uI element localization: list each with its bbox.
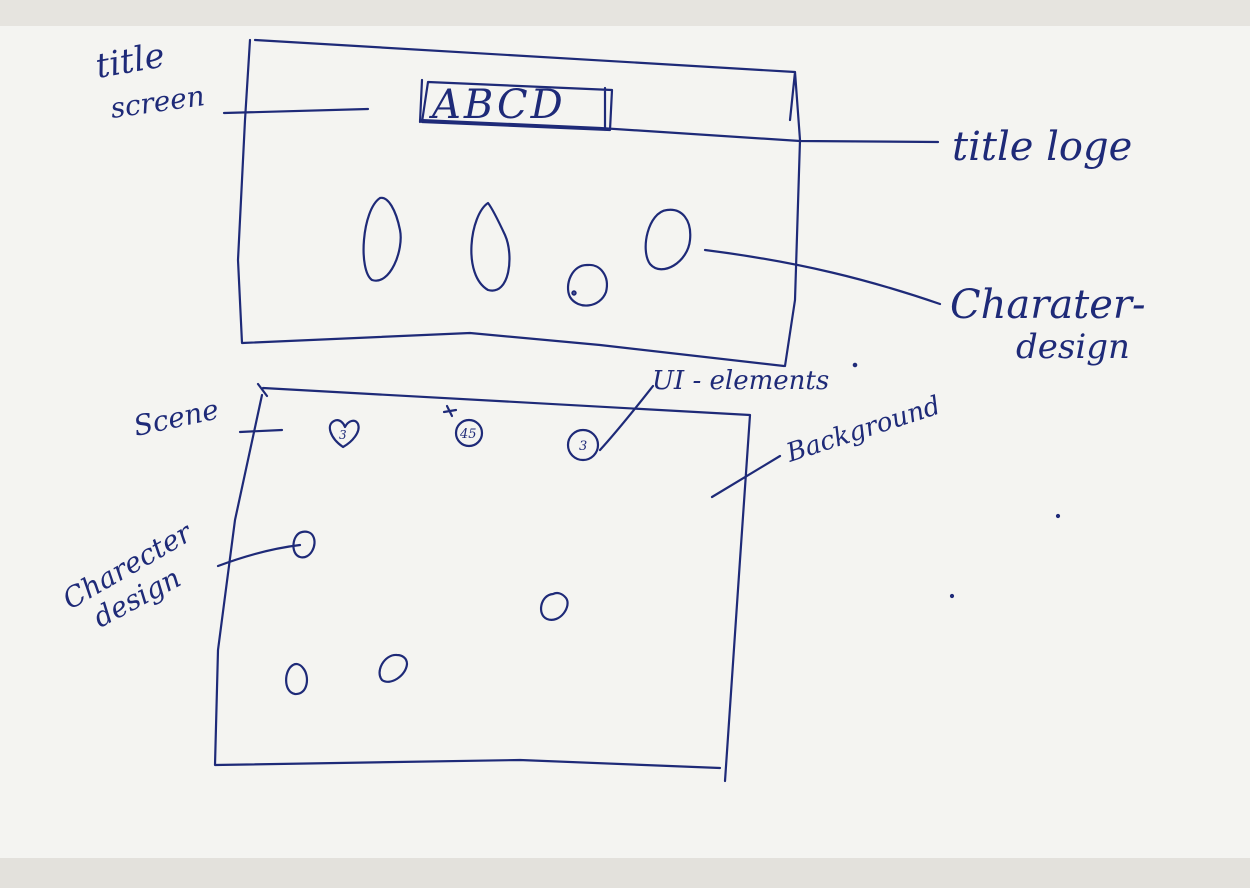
- circle-value-2: 3: [579, 439, 587, 454]
- ui-elements-label: UI - elements: [652, 366, 829, 396]
- scene-character-callout-line: [216, 543, 302, 568]
- ui-elements-callout-line: [598, 384, 655, 452]
- sparkle-mark-icon: [442, 404, 458, 418]
- egg-shape-icon: [539, 591, 569, 621]
- heart-icon: [328, 419, 360, 449]
- heart-value: 3: [339, 428, 347, 442]
- character-design-label: Charater-: [950, 282, 1146, 328]
- background-callout-line: [710, 454, 782, 499]
- title-screen-label-line: [222, 107, 370, 115]
- character-eye-dot: [571, 290, 577, 296]
- title-logo-box: [418, 78, 614, 132]
- title-screen-frame: [236, 38, 802, 368]
- egg-shape-icon: [292, 530, 316, 559]
- paper-bottom-edge: [0, 858, 1250, 888]
- paper-top-edge: [0, 0, 1250, 26]
- title-logo-text: ABCD: [428, 82, 566, 128]
- scene-label-line: [238, 428, 284, 434]
- title-logo-callout-line: [418, 118, 940, 144]
- character-design-callout-line: [703, 248, 942, 306]
- egg-shape-icon: [362, 196, 402, 282]
- circle-icon: [454, 418, 484, 448]
- egg-shape-icon: [470, 201, 511, 292]
- ink-strokes: [213, 38, 1061, 783]
- circle-icon: [566, 428, 600, 462]
- egg-shape-icon: [644, 208, 692, 271]
- ink-dot: [1055, 513, 1061, 519]
- character-design-label-2: design: [1016, 327, 1130, 367]
- egg-shape-icon: [566, 263, 608, 307]
- circle-value-1: 45: [459, 427, 477, 442]
- ink-dot: [852, 362, 858, 368]
- scene-frame: [213, 382, 752, 783]
- egg-shape-icon: [378, 653, 409, 683]
- ink-dot: [949, 593, 955, 599]
- title-logo-callout-label: title loge: [952, 124, 1132, 170]
- egg-shape-icon: [285, 662, 309, 696]
